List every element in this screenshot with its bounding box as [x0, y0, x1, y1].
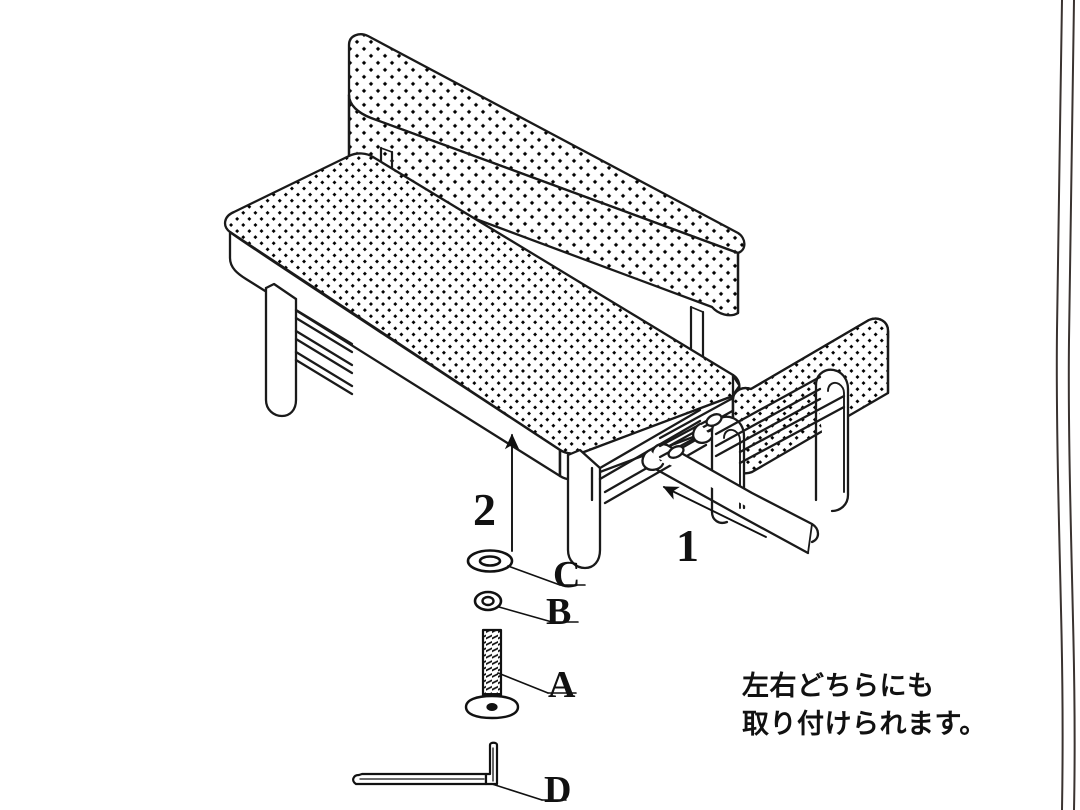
armrest-assembly	[641, 317, 890, 555]
part-d-hex-key	[352, 741, 567, 801]
page-binding-edge	[1055, 0, 1076, 810]
bench-seat	[223, 152, 741, 481]
part-b-letter: B	[546, 591, 572, 633]
part-b-spring-washer	[473, 590, 579, 623]
step-1-number-label-2: 2	[473, 484, 496, 535]
mounting-note-text: 左右どちらにも 取り付けられます。	[742, 671, 987, 741]
part-d-letter: D	[544, 769, 572, 810]
step-1-number-label: 1	[676, 520, 699, 571]
part-a-bolt	[464, 628, 577, 720]
part-c-letter: C	[553, 554, 581, 596]
part-c-flat-washer	[466, 549, 586, 586]
step-1-arrow	[662, 486, 767, 538]
part-a-letter: A	[548, 664, 576, 706]
bench-backrest	[347, 33, 746, 317]
bench-legs-and-frame	[264, 282, 738, 570]
